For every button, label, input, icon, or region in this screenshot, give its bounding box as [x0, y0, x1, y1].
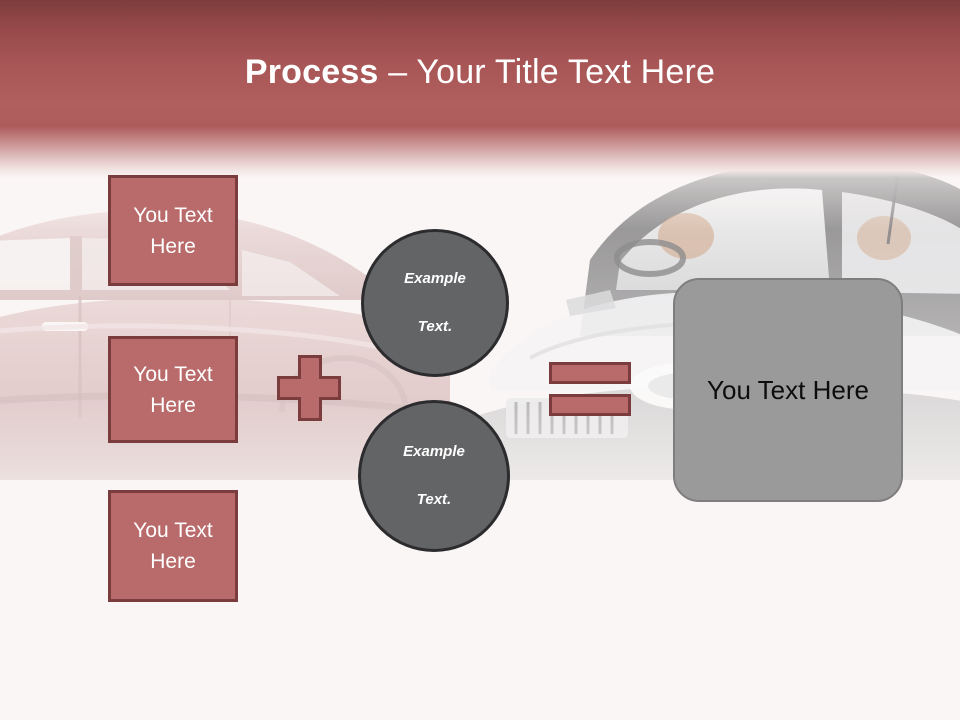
background-floor	[0, 610, 960, 720]
input-box-2-label: You Text Here	[133, 362, 213, 417]
example-circle-1-line2: Text.	[417, 318, 453, 335]
example-circle-2-line2: Text.	[416, 491, 452, 508]
example-circle-1[interactable]: Example Text.	[361, 229, 509, 377]
input-box-1[interactable]: You Text Here	[108, 175, 238, 286]
plus-center-patch-b	[298, 379, 322, 397]
page-title-bold: Process	[244, 53, 379, 91]
input-box-2[interactable]: You Text Here	[108, 336, 238, 443]
plus-sign-icon	[277, 355, 341, 421]
example-circle-2[interactable]: Example Text.	[358, 400, 510, 552]
result-box[interactable]: You Text Here	[673, 278, 903, 502]
equals-top-bar	[549, 362, 631, 384]
equals-bottom-bar	[549, 394, 631, 416]
result-box-label: You Text Here	[707, 375, 869, 405]
header-fade-strip	[0, 126, 960, 178]
input-box-3-label: You Text Here	[133, 519, 213, 573]
input-box-3[interactable]: You Text Here	[108, 490, 238, 602]
example-circle-2-label: Example Text.	[403, 440, 465, 512]
example-circle-1-label: Example Text.	[404, 267, 466, 339]
example-circle-1-line1: Example	[404, 270, 466, 287]
equals-sign-icon	[549, 362, 631, 416]
page-title: Process – Your Title Text Here	[0, 52, 960, 92]
page-title-rest: – Your Title Text Here	[378, 53, 716, 91]
input-box-1-label: You Text Here	[133, 203, 213, 258]
example-circle-2-line1: Example	[403, 443, 465, 460]
header-band	[0, 0, 960, 126]
